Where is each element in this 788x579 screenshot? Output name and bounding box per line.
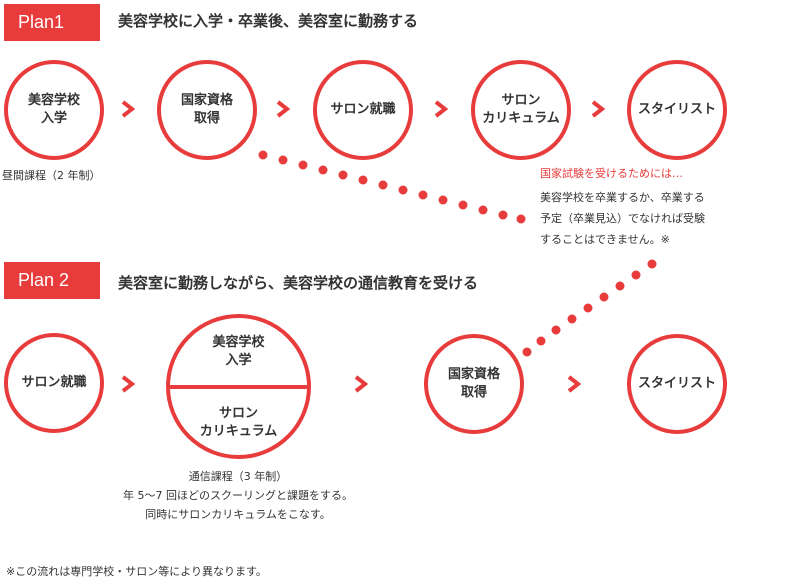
step-label: 国家資格 取得 <box>180 93 233 126</box>
chevron-right-icon <box>434 100 449 118</box>
step-label: 美容学校 入学 <box>27 93 80 126</box>
step-label: サロン就職 <box>21 375 87 390</box>
plan1-step-school-entry: 美容学校 入学 <box>4 60 104 160</box>
step-label: サロン カリキュラム <box>482 93 560 126</box>
plan2-course-note: 通信課程（3 年制） 年 5〜7 回ほどのスクーリングと課題をする。 同時にサロ… <box>88 467 388 524</box>
step-label: サロン就職 <box>330 102 396 117</box>
chevron-right-icon <box>121 375 136 393</box>
step-label: 国家資格 取得 <box>447 367 500 400</box>
plan2-title: 美容室に勤務しながら、美容学校の通信教育を受ける <box>118 274 479 292</box>
plan2-combined-circle: 美容学校 入学 サロン カリキュラム <box>166 314 311 459</box>
combined-divider <box>170 384 307 389</box>
exam-note-title: 国家試験を受けるためには… <box>540 167 683 180</box>
plan1-title: 美容学校に入学・卒業後、美容室に勤務する <box>118 12 419 30</box>
combined-school-entry: 美容学校 入学 <box>212 335 265 368</box>
step-label: スタイリスト <box>637 376 716 391</box>
plan1-step-salon-job: サロン就職 <box>313 60 413 160</box>
chevron-right-icon <box>591 100 606 118</box>
plan2-step-license: 国家資格 取得 <box>424 334 524 434</box>
plan1-step-stylist: スタイリスト <box>627 60 727 160</box>
chevron-right-icon <box>354 375 369 393</box>
footnote: ※この流れは専門学校・サロン等により異なります。 <box>6 565 267 578</box>
note-line: 通信課程（3 年制） <box>188 470 288 483</box>
note-line: 年 5〜7 回ほどのスクーリングと課題をする。 <box>123 489 353 502</box>
exam-note-body: 美容学校を卒業するか、卒業する 予定（卒業見込）でなければ受験 することはできま… <box>540 191 705 246</box>
plan1-course-note: 昼間課程（2 年制） <box>2 169 101 182</box>
chevron-right-icon <box>276 100 291 118</box>
plan1-step-salon-curriculum: サロン カリキュラム <box>471 60 571 160</box>
plan2-step-stylist: スタイリスト <box>627 334 727 434</box>
note-line: 同時にサロンカリキュラムをこなす。 <box>145 508 331 521</box>
chevron-right-icon <box>567 375 582 393</box>
plan1-tag: Plan1 <box>4 4 100 41</box>
combined-salon-curriculum: サロン カリキュラム <box>199 406 278 439</box>
plan2-tag: Plan 2 <box>4 262 100 299</box>
plan1-step-license: 国家資格 取得 <box>157 60 257 160</box>
plan2-step-salon-job: サロン就職 <box>4 333 104 433</box>
chevron-right-icon <box>121 100 136 118</box>
step-label: スタイリスト <box>637 102 716 117</box>
